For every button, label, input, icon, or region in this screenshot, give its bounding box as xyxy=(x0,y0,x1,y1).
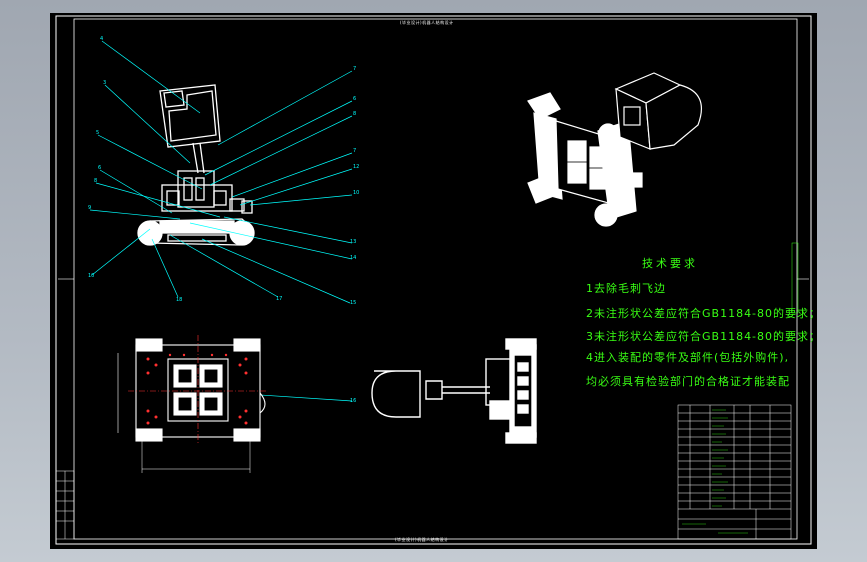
svg-text:7: 7 xyxy=(353,66,356,72)
svg-text:6: 6 xyxy=(98,165,101,171)
requirement-line-5: 均必须具有检验部门的合格证才能装配 xyxy=(586,375,790,388)
bom-text xyxy=(682,409,748,534)
svg-text:12: 12 xyxy=(353,164,359,170)
svg-text:14: 14 xyxy=(350,255,356,261)
svg-text:9: 9 xyxy=(88,205,91,211)
drawing-canvas: 4 3 5 6 8 9 10 18 7 6 8 7 12 10 13 14 15 17 16 xyxy=(55,15,812,545)
svg-text:17: 17 xyxy=(276,296,282,302)
svg-text:6: 6 xyxy=(353,96,356,102)
svg-text:16: 16 xyxy=(350,398,356,404)
robot-side-view xyxy=(137,84,255,246)
robot-top-view xyxy=(117,338,266,473)
svg-text:5: 5 xyxy=(96,130,99,136)
svg-text:10: 10 xyxy=(353,190,359,196)
svg-text:7: 7 xyxy=(353,148,356,154)
drawing-title-top: (毕业设计)机器人结构设计 xyxy=(400,20,454,25)
svg-text:8: 8 xyxy=(94,178,97,184)
svg-text:3: 3 xyxy=(103,80,106,86)
requirement-line-2: 2未注形状公差应符合GB1184-80的要求； xyxy=(586,307,822,320)
requirement-line-4: 4进入装配的零件及部件(包括外购件), xyxy=(586,351,790,364)
revision-table xyxy=(55,470,75,540)
outer-frame xyxy=(55,15,812,545)
title-block xyxy=(677,404,792,540)
drawing-title-bottom: (毕业设计)机器人结构设计 xyxy=(395,537,449,542)
svg-text:8: 8 xyxy=(353,111,356,117)
svg-text:10: 10 xyxy=(88,273,94,279)
robot-front-view xyxy=(371,338,537,444)
svg-text:4: 4 xyxy=(100,36,103,42)
requirements-title: 技术要求 xyxy=(642,257,698,270)
balloon-numbers: 4 3 5 6 8 9 10 18 7 6 8 7 12 10 13 14 15 17 16 xyxy=(88,36,359,404)
requirement-line-3: 3未注形状公差应符合GB1184-80的要求； xyxy=(586,330,822,343)
top-view-centerlines xyxy=(128,335,268,445)
leader-lines xyxy=(89,40,353,402)
robot-isometric-view xyxy=(527,72,702,227)
drawing-sheet: 4 3 5 6 8 9 10 18 7 6 8 7 12 10 13 14 15 17 16 xyxy=(50,13,820,549)
requirement-line-1: 1去除毛刺飞边 xyxy=(586,282,666,295)
svg-text:13: 13 xyxy=(350,239,356,245)
svg-text:18: 18 xyxy=(176,297,182,303)
svg-text:15: 15 xyxy=(350,300,356,306)
bolt-holes xyxy=(146,353,248,425)
